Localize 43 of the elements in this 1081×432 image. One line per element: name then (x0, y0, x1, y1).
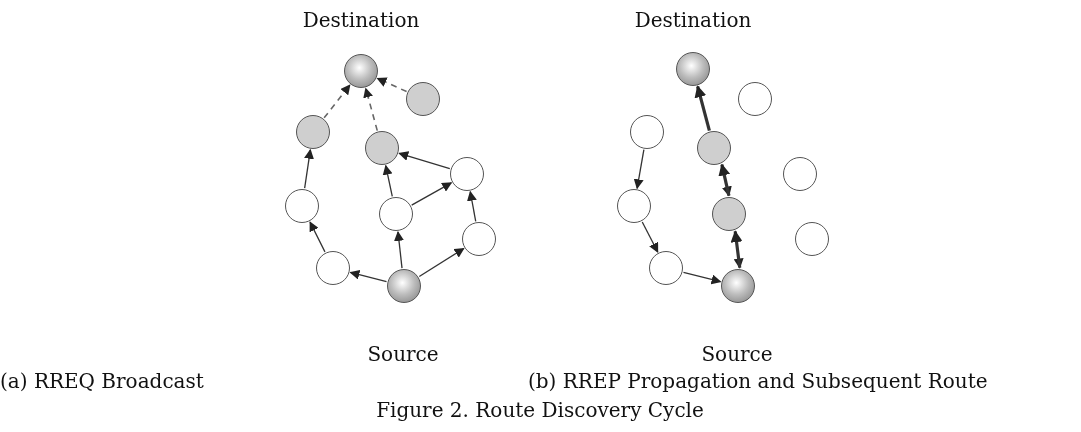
node-circle (387, 269, 421, 303)
arrow (398, 151, 451, 170)
node-circle (379, 197, 413, 231)
arrow (363, 87, 379, 132)
arrow (467, 190, 477, 222)
node-circle (365, 131, 399, 165)
arrow (323, 84, 351, 119)
node-circle (783, 157, 817, 191)
node-circle (617, 189, 651, 223)
node-circle (285, 189, 319, 223)
arrow (382, 164, 393, 198)
subfigure-caption: (b) RREP Propagation and Subsequent Route (528, 371, 988, 391)
thick-arrow (694, 85, 711, 131)
figure-caption: Figure 2. Route Discovery Cycle (376, 400, 704, 420)
node-circle (296, 115, 330, 149)
node-circle (649, 251, 683, 285)
node-label: Destination (302, 10, 420, 30)
arrow (633, 149, 645, 190)
arrow (394, 230, 404, 269)
arrow (418, 247, 465, 278)
node-label: Source (701, 344, 773, 364)
node-circle (406, 82, 440, 116)
node-circle (795, 222, 829, 256)
arrow (304, 148, 314, 189)
node-circle (738, 82, 772, 116)
node-circle (450, 157, 484, 191)
arrow (641, 221, 659, 253)
subfigure-caption: (a) RREQ Broadcast (0, 371, 204, 391)
node-circle (676, 52, 710, 86)
node-label: Destination (634, 10, 752, 30)
node-circle (712, 197, 746, 231)
node-circle (697, 131, 731, 165)
node-circle (721, 269, 755, 303)
node-circle (462, 222, 496, 256)
arrow (682, 271, 722, 285)
arrow (411, 182, 453, 206)
node-label: Source (367, 344, 439, 364)
node-circle (630, 115, 664, 149)
arrow (376, 77, 408, 93)
arrow (309, 221, 326, 253)
arrow (349, 269, 388, 283)
node-circle (344, 54, 378, 88)
node-circle (316, 251, 350, 285)
